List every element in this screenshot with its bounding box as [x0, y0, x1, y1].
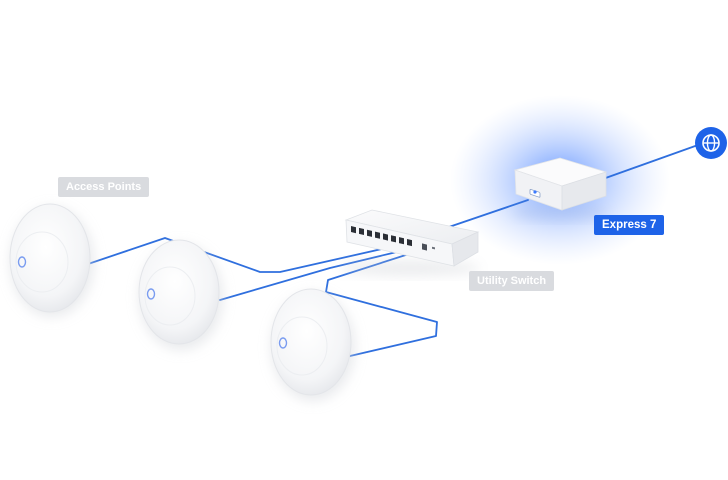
cable-switch-ap3	[325, 252, 438, 357]
cable-switch-ap2	[219, 249, 406, 301]
gateway-label: Express 7	[594, 215, 665, 235]
cable-gateway-switch	[445, 199, 529, 229]
globe-icon	[695, 127, 727, 159]
access-points-label: Access Points	[58, 177, 150, 197]
access-point-2	[138, 239, 223, 350]
utility-switch-label: Utility Switch	[469, 271, 555, 291]
access-point-1	[9, 203, 94, 317]
utility-switch-device	[340, 209, 480, 276]
access-point-3	[270, 288, 355, 401]
cable-internet-gateway	[599, 144, 699, 181]
gateway-device	[512, 157, 608, 220]
cables	[87, 144, 699, 357]
cable-switch-ap1	[87, 237, 396, 273]
switch-ports	[351, 226, 435, 251]
